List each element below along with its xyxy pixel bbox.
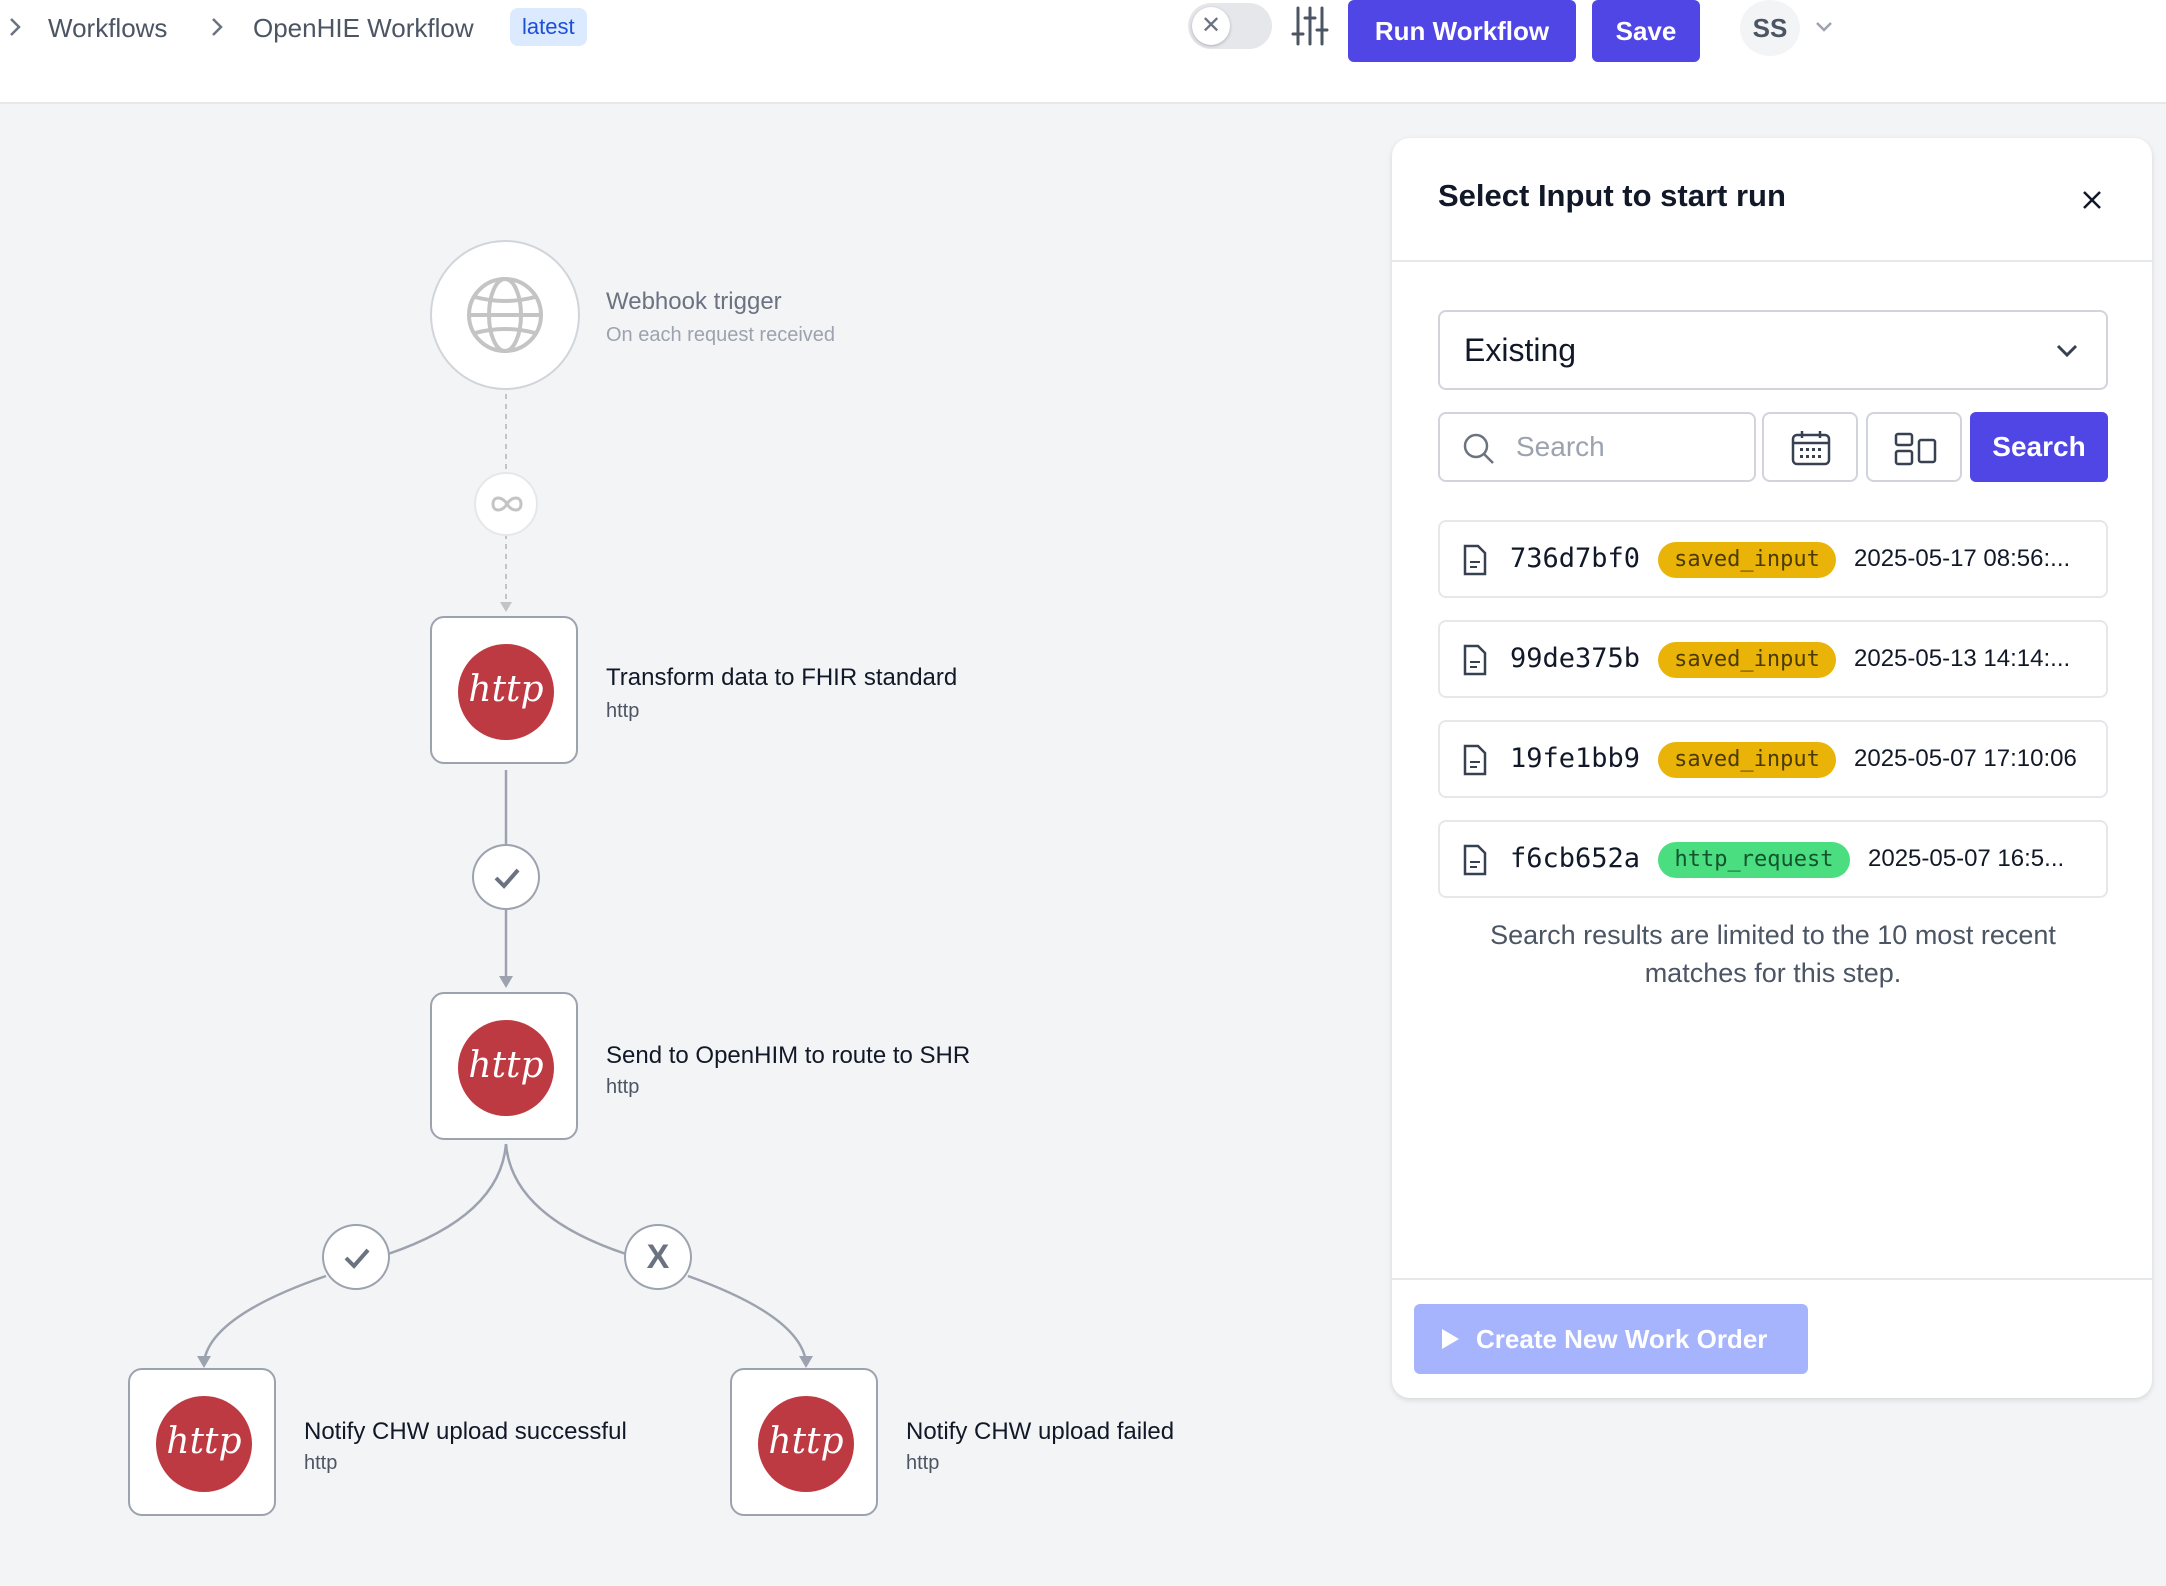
trigger-subtitle: On each request received	[606, 324, 836, 346]
job-title: Send to OpenHIM to route to SHR	[606, 1042, 971, 1069]
input-date: 2025-05-07 17:10:06	[1854, 745, 2077, 772]
search-placeholder: Search	[1516, 431, 1605, 462]
job-node-openhim[interactable]: http	[430, 992, 578, 1140]
panel-title: Select Input to start run	[1438, 178, 1786, 213]
workflow-enable-toggle[interactable]: ✕	[1188, 3, 1272, 49]
input-id: f6cb652a	[1510, 843, 1641, 874]
input-mode-value: Existing	[1464, 332, 1577, 368]
panel-divider	[1392, 260, 2152, 262]
job-node-notify-failed[interactable]: http	[730, 1368, 878, 1516]
document-icon	[1463, 644, 1487, 676]
infinity-icon	[491, 496, 523, 512]
close-icon[interactable]	[2080, 188, 2104, 212]
toggle-off-icon: ✕	[1192, 7, 1230, 45]
search-button[interactable]: Search	[1970, 412, 2108, 482]
input-id: 736d7bf0	[1510, 543, 1641, 574]
calendar-icon	[1791, 431, 1831, 466]
input-type-tag: http_request	[1658, 842, 1850, 878]
user-avatar[interactable]: SS	[1740, 0, 1800, 56]
job-title: Transform data to FHIR standard	[606, 664, 958, 691]
input-id: 99de375b	[1510, 643, 1641, 674]
document-icon	[1463, 744, 1487, 776]
input-id: 19fe1bb9	[1510, 743, 1641, 774]
http-adaptor-icon: http	[458, 1020, 554, 1116]
job-title: Notify CHW upload successful	[304, 1418, 627, 1445]
workflow-canvas[interactable]: Webhook trigger On each request received…	[0, 106, 1390, 1586]
results-limit-note: Search results are limited to the 10 mos…	[1490, 920, 2056, 988]
job-subtitle: http	[304, 1452, 338, 1474]
http-adaptor-icon: http	[458, 644, 554, 740]
input-date: 2025-05-17 08:56:...	[1854, 545, 2071, 572]
create-work-order-button[interactable]: Create New Work Order	[1414, 1304, 1808, 1374]
panel-footer-divider	[1392, 1278, 2152, 1280]
job-node-transform[interactable]: http	[430, 616, 578, 764]
http-adaptor-icon: http	[758, 1396, 854, 1492]
chevron-down-icon[interactable]	[1812, 14, 1836, 38]
select-input-panel: Select Input to start run Existing Searc…	[1392, 138, 2152, 1398]
http-adaptor-icon: http	[156, 1396, 252, 1492]
run-workflow-button[interactable]: Run Workflow	[1348, 0, 1576, 62]
input-mode-select[interactable]: Existing	[1438, 310, 2108, 390]
breadcrumb-workflows[interactable]: Workflows	[48, 13, 168, 43]
input-date: 2025-05-07 16:5...	[1868, 845, 2065, 872]
node-filter-button[interactable]	[1866, 412, 1962, 482]
date-filter-button[interactable]	[1762, 412, 1858, 482]
save-button[interactable]: Save	[1592, 0, 1700, 62]
breadcrumb-workflow-name[interactable]: OpenHIE Workflow	[253, 13, 474, 43]
fail-x-icon: X	[646, 1238, 670, 1276]
result-row[interactable]: 99de375b saved_input 2025-05-13 14:14:..…	[1438, 620, 2108, 698]
job-subtitle: http	[906, 1452, 940, 1474]
globe-icon	[467, 277, 543, 353]
input-date: 2025-05-13 14:14:...	[1854, 645, 2071, 672]
input-type-tag: saved_input	[1658, 742, 1836, 778]
document-icon	[1463, 844, 1487, 876]
check-icon	[344, 1248, 370, 1269]
result-row[interactable]: f6cb652a http_request 2025-05-07 16:5...	[1438, 820, 2108, 898]
chevron-right-icon	[10, 18, 21, 36]
job-title: Notify CHW upload failed	[906, 1418, 1175, 1445]
result-row[interactable]: 736d7bf0 saved_input 2025-05-17 08:56:..…	[1438, 520, 2108, 598]
chevron-down-icon	[2056, 344, 2078, 358]
document-icon	[1463, 544, 1487, 576]
input-type-tag: saved_input	[1658, 542, 1836, 578]
check-icon	[494, 868, 520, 889]
search-input[interactable]: Search	[1438, 412, 1756, 482]
workflow-edges	[197, 394, 813, 1368]
webhook-trigger-node[interactable]	[430, 240, 580, 390]
edge-always-badge[interactable]	[474, 472, 538, 536]
input-type-tag: saved_input	[1658, 642, 1836, 678]
result-row[interactable]: 19fe1bb9 saved_input 2025-05-07 17:10:06	[1438, 720, 2108, 798]
trigger-title: Webhook trigger	[606, 288, 782, 315]
top-bar: Workflows OpenHIE Workflow latest ✕ Run …	[0, 0, 2166, 104]
play-icon	[1442, 1329, 1459, 1349]
chevron-right-icon	[212, 18, 223, 36]
create-work-order-label: Create New Work Order	[1476, 1324, 1768, 1354]
edge-success-badge[interactable]	[472, 844, 540, 910]
layout-icon	[1894, 432, 1937, 466]
settings-sliders-icon[interactable]	[1290, 4, 1330, 48]
job-node-notify-success[interactable]: http	[128, 1368, 276, 1516]
edge-failure-badge[interactable]: X	[624, 1224, 692, 1290]
version-badge: latest	[510, 8, 587, 46]
job-subtitle: http	[606, 700, 640, 722]
job-subtitle: http	[606, 1076, 640, 1098]
edge-success-badge[interactable]	[322, 1224, 390, 1290]
search-icon	[1463, 433, 1494, 464]
